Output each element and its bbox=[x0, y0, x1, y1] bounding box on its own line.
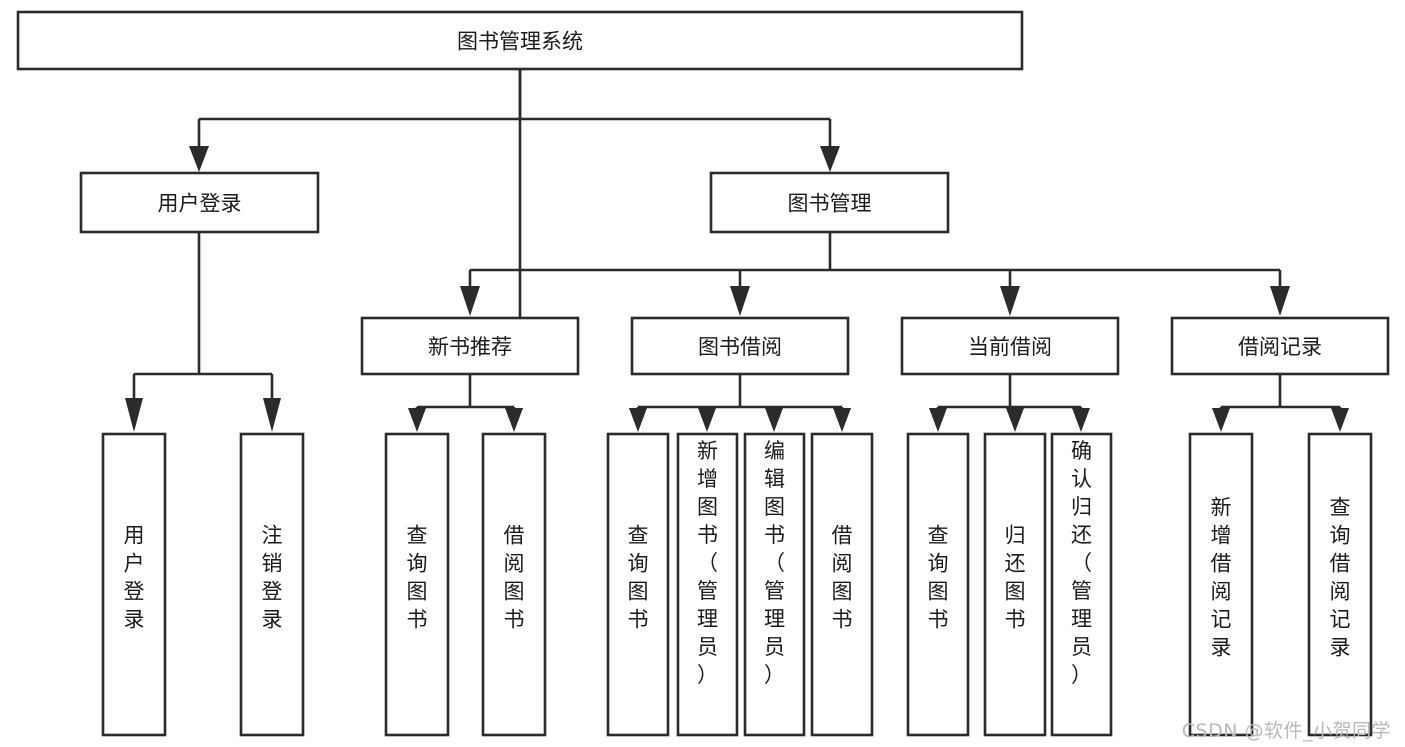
node-level2-0[interactable]: 用户登录 bbox=[79, 171, 320, 234]
node-box[interactable] bbox=[360, 316, 580, 376]
node-box[interactable] bbox=[1050, 432, 1113, 737]
node-box[interactable] bbox=[906, 432, 970, 737]
node-level3-3[interactable]: 借阅记录 bbox=[1170, 316, 1390, 376]
node-leaf-11[interactable]: 新增借阅记录 bbox=[1188, 432, 1254, 737]
node-label: 新书推荐 bbox=[428, 335, 512, 359]
node-leaf-3[interactable]: 借阅图书 bbox=[481, 432, 547, 737]
node-leaf-2[interactable]: 查询图书 bbox=[384, 432, 450, 737]
arrow-head-record bbox=[1270, 286, 1290, 316]
arrow-head-record-leaf-1 bbox=[1212, 408, 1230, 432]
node-leaf-9[interactable]: 归还图书 bbox=[983, 432, 1047, 737]
node-label: 借阅图书 bbox=[504, 524, 525, 632]
node-label: 确认归还（管理员） bbox=[1071, 439, 1092, 687]
node-leaf-12[interactable]: 查询借阅记录 bbox=[1307, 432, 1373, 737]
node-leaf-8[interactable]: 查询图书 bbox=[906, 432, 970, 737]
arrow-head-borrow-leaf-1 bbox=[629, 408, 647, 432]
node-box[interactable] bbox=[239, 432, 305, 737]
watermark: CSDN @软件_小贺同学 bbox=[1181, 720, 1391, 742]
node-label: 借阅图书 bbox=[832, 524, 853, 632]
arrow-head-current-leaf-3 bbox=[1072, 408, 1090, 432]
node-label: 借阅记录 bbox=[1238, 335, 1322, 359]
node-box[interactable] bbox=[676, 432, 739, 737]
node-label: 编辑图书（管理员） bbox=[764, 439, 785, 687]
node-label: 图书借阅 bbox=[698, 335, 782, 359]
node-box[interactable] bbox=[481, 432, 547, 737]
node-box[interactable] bbox=[79, 171, 320, 234]
arrow-head-newbook-leaf-1 bbox=[408, 408, 426, 432]
node-label: 查询图书 bbox=[407, 524, 428, 632]
node-label: 用户登录 bbox=[124, 524, 145, 632]
node-label: 当前借阅 bbox=[968, 335, 1052, 359]
node-label: 图书管理系统 bbox=[457, 30, 583, 54]
arrow-head-newbook bbox=[460, 286, 480, 316]
node-layer: 图书管理系统用户登录图书管理新书推荐图书借阅当前借阅借阅记录用户登录注销登录查询… bbox=[16, 10, 1390, 737]
node-box[interactable] bbox=[630, 316, 850, 376]
arrow-head-record-leaf-2 bbox=[1331, 408, 1349, 432]
node-label: 注销登录 bbox=[262, 524, 283, 632]
arrow-head-leaf-logout bbox=[263, 398, 281, 432]
arrow-head-newbook-leaf-2 bbox=[505, 408, 523, 432]
arrow-head-current bbox=[1000, 286, 1020, 316]
connector-geometry bbox=[125, 69, 1349, 432]
node-box[interactable] bbox=[743, 432, 806, 737]
node-leaf-6[interactable]: 编辑图书（管理员） bbox=[743, 432, 806, 737]
node-leaf-1[interactable]: 注销登录 bbox=[239, 432, 305, 737]
arrow-head-borrow-leaf-4 bbox=[833, 408, 851, 432]
node-leaf-4[interactable]: 查询图书 bbox=[606, 432, 670, 737]
arrow-head-borrow-leaf-3 bbox=[765, 408, 783, 432]
node-label: 查询借阅记录 bbox=[1330, 496, 1351, 660]
node-level3-1[interactable]: 图书借阅 bbox=[630, 316, 850, 376]
node-label: 新增借阅记录 bbox=[1211, 496, 1232, 660]
node-box[interactable] bbox=[606, 432, 670, 737]
arrow-head-borrow bbox=[730, 286, 750, 316]
node-level3-0[interactable]: 新书推荐 bbox=[360, 316, 580, 376]
arrow-head-current-leaf-2 bbox=[1006, 408, 1024, 432]
arrow-head-current-leaf-1 bbox=[929, 408, 947, 432]
node-level3-2[interactable]: 当前借阅 bbox=[900, 316, 1120, 376]
node-leaf-0[interactable]: 用户登录 bbox=[101, 432, 167, 737]
node-label: 新增图书（管理员） bbox=[697, 439, 718, 687]
arrow-head-book-mgmt bbox=[820, 146, 840, 172]
arrow-head-leaf-user-login bbox=[125, 398, 143, 432]
node-label: 查询图书 bbox=[628, 524, 649, 632]
node-label: 用户登录 bbox=[158, 192, 242, 216]
node-box[interactable] bbox=[900, 316, 1120, 376]
node-box[interactable] bbox=[16, 10, 1024, 71]
node-label: 归还图书 bbox=[1005, 524, 1026, 632]
node-box[interactable] bbox=[384, 432, 450, 737]
node-box[interactable] bbox=[983, 432, 1047, 737]
node-root-0[interactable]: 图书管理系统 bbox=[16, 10, 1024, 71]
node-box[interactable] bbox=[1170, 316, 1390, 376]
node-box[interactable] bbox=[101, 432, 167, 737]
arrow-head-user-login bbox=[189, 146, 209, 172]
node-box[interactable] bbox=[1188, 432, 1254, 737]
node-leaf-10[interactable]: 确认归还（管理员） bbox=[1050, 432, 1113, 737]
node-label: 查询图书 bbox=[928, 524, 949, 632]
node-leaf-5[interactable]: 新增图书（管理员） bbox=[676, 432, 739, 737]
node-label: 图书管理 bbox=[788, 192, 872, 216]
node-box[interactable] bbox=[1307, 432, 1373, 737]
node-box[interactable] bbox=[709, 171, 950, 234]
node-leaf-7[interactable]: 借阅图书 bbox=[810, 432, 874, 737]
node-level2-1[interactable]: 图书管理 bbox=[709, 171, 950, 234]
arrow-head-borrow-leaf-2 bbox=[698, 408, 716, 432]
node-box[interactable] bbox=[810, 432, 874, 737]
